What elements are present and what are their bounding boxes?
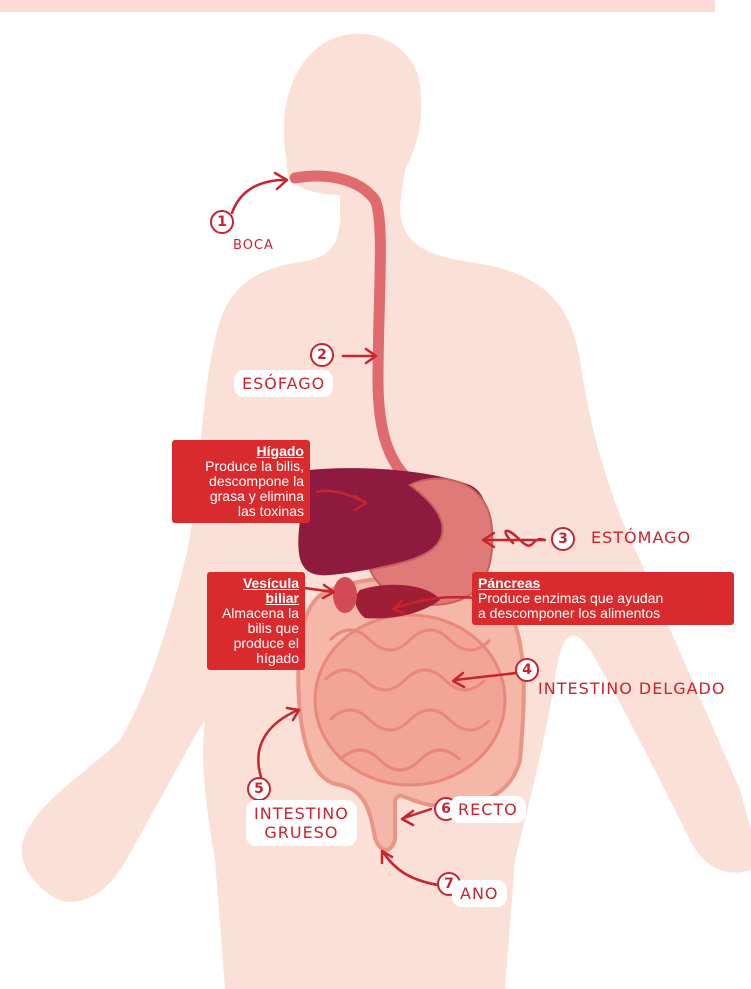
label-intestino-delgado: INTESTINO DELGADO	[530, 675, 733, 702]
info-vesicula-line1: Almacena la	[222, 605, 299, 621]
info-vesicula-title-2: biliar	[213, 591, 299, 606]
label-intestino-grueso-line2: GRUESO	[264, 823, 338, 842]
info-box-vesicula-biliar: Vesícula biliar Almacena la bilis que pr…	[207, 572, 305, 670]
info-higado-line2: descompone la	[209, 473, 304, 489]
label-intestino-grueso: INTESTINO GRUESO	[246, 800, 357, 846]
label-intestino-grueso-line1: INTESTINO	[254, 804, 349, 823]
step-number-2: 2	[310, 343, 334, 367]
info-vesicula-line4: hígado	[256, 650, 299, 666]
info-pancreas-title: Páncreas	[478, 576, 728, 591]
step-number-3: 3	[551, 527, 575, 551]
info-box-higado: Hígado Produce la bilis, descompone la g…	[172, 440, 310, 523]
info-higado-line4: las toxinas	[238, 503, 304, 519]
label-ano: ANO	[452, 880, 507, 907]
gallbladder	[333, 577, 357, 613]
label-estomago: ESTÓMAGO	[583, 524, 699, 551]
info-higado-line1: Produce la bilis,	[205, 458, 304, 474]
small-intestine	[315, 615, 505, 785]
info-vesicula-title-1: Vesícula	[213, 576, 299, 591]
info-vesicula-line2: bilis que	[248, 620, 299, 636]
step-number-5: 5	[247, 777, 271, 801]
label-boca: BOCA	[225, 234, 282, 258]
info-pancreas-line1: Produce enzimas que ayudan	[478, 590, 663, 606]
info-pancreas-line2: a descomponer los alimentos	[478, 605, 660, 621]
label-esofago: ESÓFAGO	[234, 370, 333, 397]
info-higado-title: Hígado	[178, 444, 304, 459]
step-number-1: 1	[210, 210, 234, 234]
info-box-pancreas: Páncreas Produce enzimas que ayudan a de…	[472, 572, 734, 625]
info-higado-line3: grasa y elimina	[210, 488, 304, 504]
label-recto: RECTO	[450, 796, 526, 823]
info-vesicula-line3: produce el	[234, 635, 299, 651]
